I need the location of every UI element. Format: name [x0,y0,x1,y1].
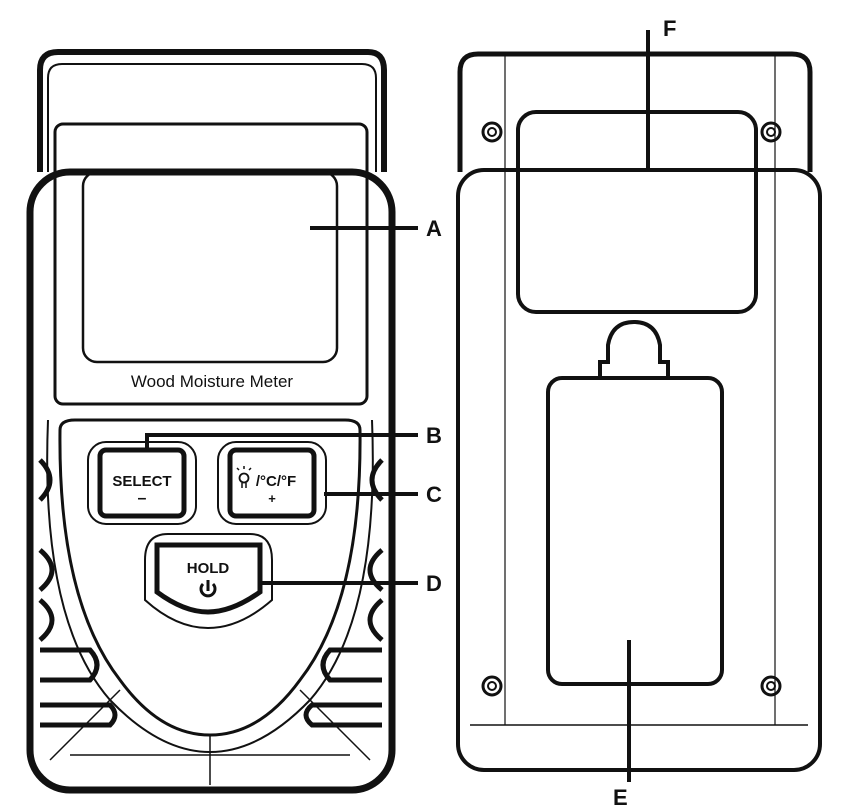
back-body-outline [456,168,822,772]
callout-b: B [145,423,442,452]
back-view: F E [456,16,822,807]
hold-button-label: HOLD [187,560,230,577]
screw-icon [760,121,782,143]
power-icon [199,580,217,598]
callout-f-label: F [663,16,676,41]
backlight-bulb-icon [236,466,252,488]
probe-cap [598,319,670,378]
callout-f: F [646,16,676,168]
callout-a-label: A [426,216,442,241]
select-button[interactable]: SELECT – [87,441,197,525]
screws [481,121,782,697]
front-top-cap [37,49,387,172]
keypad-panel [58,418,362,737]
screw-icon [481,121,503,143]
callout-b-label: B [426,423,442,448]
unit-backlight-button[interactable]: /°C/°F + [217,441,327,525]
front-view: Wood Moisture Meter SELECT – /°C/°F [26,49,442,794]
callout-e: E [613,640,631,807]
callout-d: D [262,571,442,596]
hold-power-button[interactable]: HOLD [144,533,273,630]
callout-e-label: E [613,785,628,807]
lcd-screen [81,170,339,364]
screw-icon [760,675,782,697]
device-label: Wood Moisture Meter [131,372,294,391]
screw-icon [481,675,503,697]
minus-icon: – [138,490,147,507]
callout-c-label: C [426,482,442,507]
callout-c: C [324,482,442,507]
back-top-cap [457,51,813,172]
select-button-label: SELECT [112,473,171,490]
battery-cover [546,376,724,686]
screen-bezel [53,122,369,406]
unit-button-label: /°C/°F [256,473,296,490]
plus-icon: + [268,491,276,506]
callout-d-label: D [426,571,442,596]
probe-window [516,110,758,314]
callout-a: A [310,216,442,241]
keypad-panel-rim [46,419,374,754]
front-top-cap-inner [47,63,377,172]
